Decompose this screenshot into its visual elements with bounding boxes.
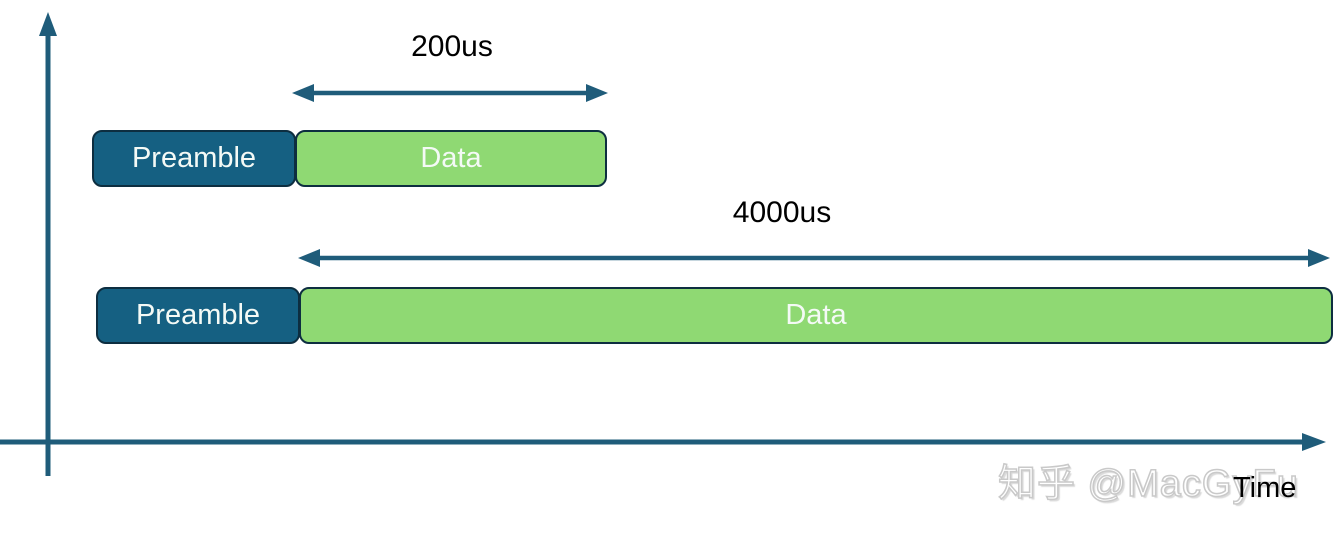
preamble-box-short-packet: Preamble [92, 130, 296, 187]
data-box-short-packet: Data [295, 130, 607, 187]
y-axis [39, 12, 57, 476]
preamble-label: Preamble [135, 299, 261, 331]
duration-arrow-4000us [298, 249, 1330, 267]
duration-label-4000us: 4000us [732, 196, 832, 229]
duration-arrow-200us [292, 84, 608, 102]
x-axis-right-arrowhead-icon [1302, 433, 1326, 451]
right-arrowhead-icon [586, 84, 608, 102]
x-axis-label: Time [1233, 472, 1297, 504]
data-box-long-packet: Data [299, 287, 1333, 344]
left-arrowhead-icon [292, 84, 314, 102]
data-label: Data [785, 299, 847, 331]
preamble-label: Preamble [131, 142, 257, 174]
watermark: 知乎 @MacGyFu [997, 462, 1299, 506]
data-label: Data [420, 142, 482, 174]
duration-label-200us: 200us [411, 30, 493, 63]
y-axis-up-arrowhead-icon [39, 12, 57, 36]
preamble-box-long-packet: Preamble [96, 287, 300, 344]
left-arrowhead-icon [298, 249, 320, 267]
right-arrowhead-icon [1308, 249, 1330, 267]
x-axis [0, 433, 1326, 451]
